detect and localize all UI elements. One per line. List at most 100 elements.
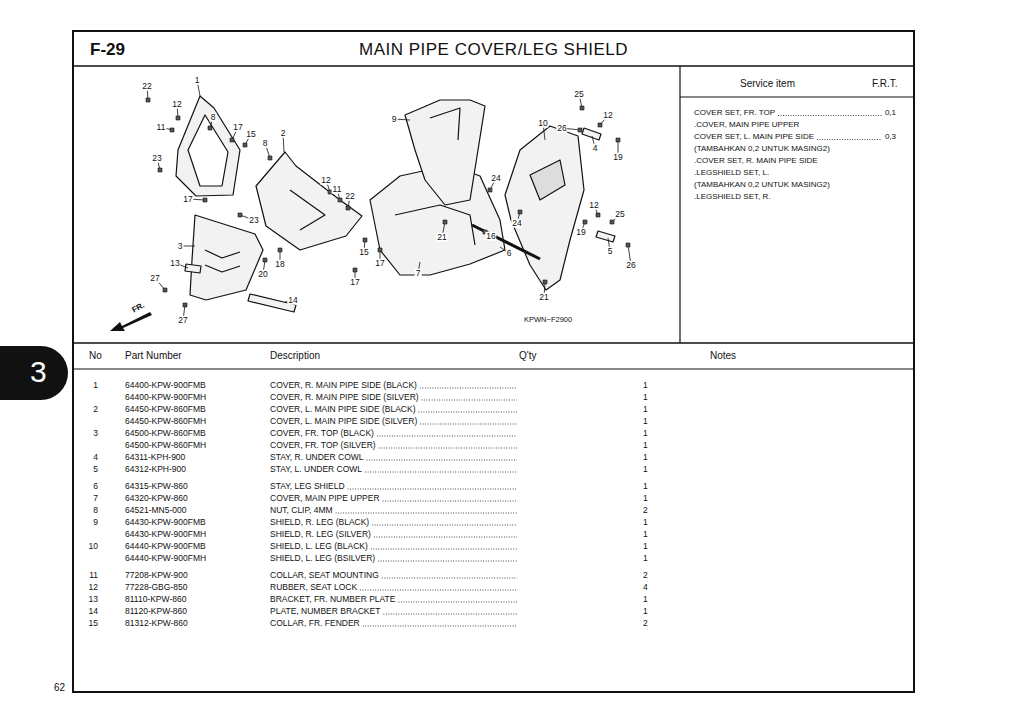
item-number: 15 <box>89 619 98 628</box>
part-description: COVER, FR. TOP (SILVER) <box>270 441 376 450</box>
item-number: 11 <box>89 571 98 580</box>
part-number: 64440-KPW-900FMH <box>125 554 206 563</box>
part-number: 64450-KPW-860FMB <box>125 405 206 414</box>
part-number: 64320-KPW-860 <box>125 494 188 503</box>
callout-number: 15 <box>245 130 256 139</box>
dot-leader <box>377 436 517 437</box>
part-number: 64500-KPW-860FMH <box>125 441 206 450</box>
column-header: F.R.T. <box>872 79 898 89</box>
callout-number: 10 <box>537 119 548 128</box>
quantity: 1 <box>643 465 648 474</box>
part-number: 81312-KPW-860 <box>125 619 188 628</box>
callout-number: 13 <box>169 259 180 268</box>
section-number: 3 <box>30 357 47 387</box>
quantity: 1 <box>643 554 648 563</box>
dot-leader <box>382 578 517 579</box>
quantity: 2 <box>643 506 648 515</box>
part-number: 64312-KPH-900 <box>125 465 186 474</box>
part-number: 64400-KPW-900FMB <box>125 381 206 390</box>
callout-number: 24 <box>490 174 501 183</box>
dot-leader <box>367 460 517 461</box>
callout-number: 12 <box>588 201 599 210</box>
part-description: COVER, R. MAIN PIPE SIDE (SILVER) <box>270 393 419 402</box>
callout-number: 23 <box>151 154 162 163</box>
callout-number: 24 <box>511 219 522 228</box>
item-number: 9 <box>93 518 98 527</box>
exploded-illustration <box>176 96 615 312</box>
quantity: 1 <box>643 405 648 414</box>
callout-number: 17 <box>182 195 193 204</box>
dot-leader <box>379 448 517 449</box>
callout-number: 17 <box>232 123 243 132</box>
callout-number: 12 <box>602 111 613 120</box>
dot-leader <box>418 412 517 413</box>
quantity: 1 <box>643 595 648 604</box>
part-description: PLATE, NUMBER BRACKET <box>270 607 380 616</box>
service-item: (TAMBAHKAN 0,2 UNTUK MASING2) <box>694 181 830 189</box>
column-header: Part Number <box>125 351 182 361</box>
quantity: 4 <box>643 583 648 592</box>
service-item: (TAMBAHKAN 0,2 UNTUK MASING2) <box>694 145 830 153</box>
callout-number: 7 <box>415 269 422 278</box>
quantity: 1 <box>643 417 648 426</box>
service-item: COVER SET, L. MAIN PIPE SIDE <box>694 133 814 141</box>
part-description: NUT, CLIP, 4MM <box>270 506 333 515</box>
part-description: COVER, R. MAIN PIPE SIDE (BLACK) <box>270 381 417 390</box>
dot-leader <box>383 501 517 502</box>
service-item: .COVER SET, R. MAIN PIPE SIDE <box>694 157 818 165</box>
callout-number: 11 <box>156 123 167 132</box>
dot-leader <box>422 400 517 401</box>
item-number: 8 <box>93 506 98 515</box>
part-number: 64430-KPW-900FMH <box>125 530 206 539</box>
callout-number: 21 <box>538 293 549 302</box>
part-number: 64440-KPW-900FMB <box>125 542 206 551</box>
callout-number: 14 <box>287 296 298 305</box>
column-header: Notes <box>710 351 736 361</box>
column-header: Q'ty <box>519 351 536 361</box>
part-number: 64500-KPW-860FMB <box>125 429 206 438</box>
item-number: 14 <box>89 607 98 616</box>
callout-number: 23 <box>248 216 259 225</box>
callout-number: 8 <box>210 113 217 122</box>
page-number: 62 <box>54 683 65 693</box>
dot-leader <box>372 525 517 526</box>
service-item: .COVER, MAIN PIPE UPPER <box>694 121 799 129</box>
part-description: SHIELD, L. LEG (BSILVER) <box>270 554 375 563</box>
part-number: 64400-KPW-900FMH <box>125 393 206 402</box>
column-header: Description <box>270 351 320 361</box>
callout-number: 19 <box>575 228 586 237</box>
item-number: 4 <box>93 453 98 462</box>
callout-number: 12 <box>320 176 331 185</box>
callout-number: 18 <box>274 260 285 269</box>
item-number: 5 <box>93 465 98 474</box>
callout-number: 22 <box>141 82 152 91</box>
quantity: 2 <box>643 619 648 628</box>
column-header: Service item <box>740 79 795 89</box>
dot-leader <box>360 590 517 591</box>
column-header: No <box>89 351 102 361</box>
fastener-symbols <box>146 98 630 307</box>
quantity: 1 <box>643 381 648 390</box>
part-number: 64430-KPW-900FMB <box>125 518 206 527</box>
dot-leader <box>383 614 517 615</box>
part-description: COLLAR, SEAT MOUNTING <box>270 571 379 580</box>
quantity: 1 <box>643 429 648 438</box>
figure-code: F-29 <box>90 41 125 58</box>
part-number: 77208-KPW-900 <box>125 571 188 580</box>
callout-number: 3 <box>177 242 184 251</box>
dot-leader <box>378 561 517 562</box>
dot-leader <box>420 424 517 425</box>
quantity: 1 <box>643 518 648 527</box>
dot-leader <box>365 472 517 473</box>
callout-number: 16 <box>485 232 496 241</box>
part-number: 81120-KPW-860 <box>125 607 187 616</box>
item-number: 1 <box>93 381 98 390</box>
part-description: COVER, FR. TOP (BLACK) <box>270 429 374 438</box>
dot-leader <box>374 537 517 538</box>
dot-leader <box>348 489 517 490</box>
part-description: COLLAR, FR. FENDER <box>270 619 360 628</box>
callout-number: 22 <box>344 192 355 201</box>
page-frame <box>73 31 914 692</box>
page-title: MAIN PIPE COVER/LEG SHIELD <box>73 41 914 58</box>
part-description: SHIELD, L. LEG (BLACK) <box>270 542 368 551</box>
